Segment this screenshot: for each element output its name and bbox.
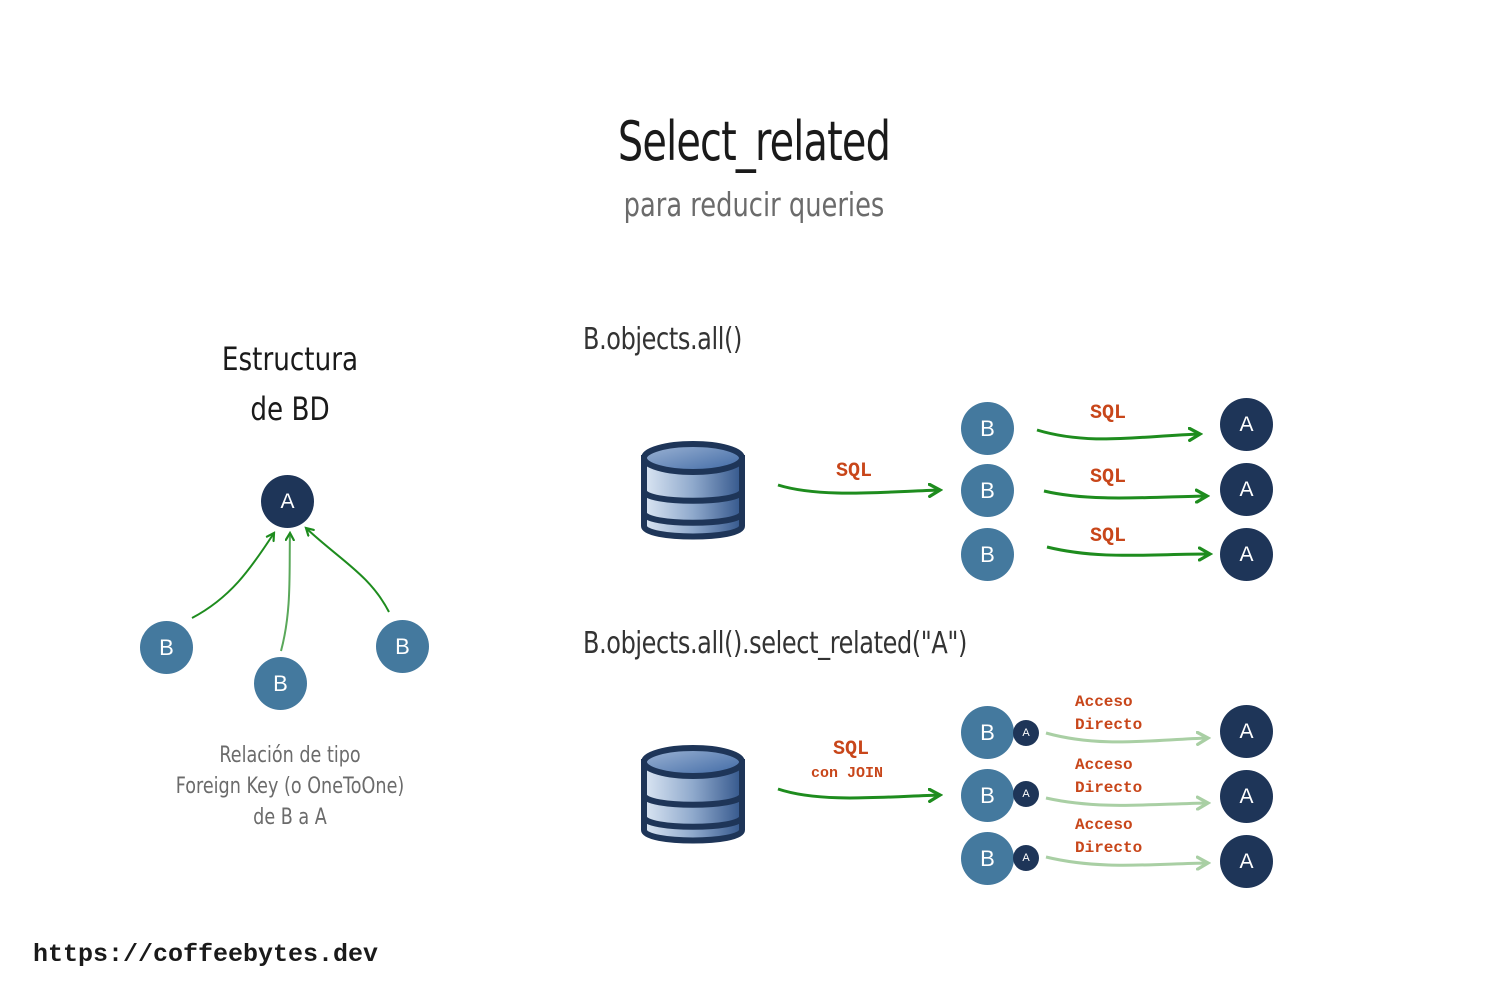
- direct-access-line-2: Directo: [1075, 779, 1143, 797]
- node-b-row-2: B: [961, 464, 1014, 517]
- fk-arrow-middle: [280, 533, 290, 652]
- database-icon: [641, 441, 745, 540]
- sql-join-label: SQL: [833, 738, 870, 761]
- direct-access-line-1: Acceso: [1075, 756, 1133, 774]
- node-a-joined-row-3: A: [1220, 835, 1273, 888]
- node-b-middle: B: [254, 657, 307, 710]
- node-b-joined-row-2: B: [961, 769, 1014, 822]
- node-a-row-1: A: [1220, 398, 1273, 451]
- direct-access-label-row-2: Acceso Directo: [1075, 754, 1142, 800]
- attached-a-row-2: A: [1013, 781, 1039, 807]
- db-structure-heading-line2: de BD: [250, 390, 330, 428]
- node-a-joined-row-1: A: [1220, 705, 1273, 758]
- code-without-select-related: B.objects.all(): [583, 322, 742, 357]
- direct-access-line-1: Acceso: [1075, 693, 1133, 711]
- db-structure-heading: Estructura de BD: [183, 334, 396, 434]
- b-to-a-arrow-1: [1036, 430, 1200, 439]
- db-to-b-arrow-1: [777, 485, 940, 493]
- node-a-row-2: A: [1220, 463, 1273, 516]
- direct-access-line-2: Directo: [1075, 716, 1143, 734]
- database-icon: [641, 745, 745, 844]
- b-to-a-arrow-2: [1043, 491, 1207, 498]
- node-b-left: B: [140, 621, 193, 674]
- direct-access-label-row-1: Acceso Directo: [1075, 691, 1142, 737]
- sql-label-db-to-b: SQL: [836, 460, 873, 483]
- node-b-right: B: [376, 620, 429, 673]
- db-structure-heading-line1: Estructura: [221, 340, 359, 378]
- node-b-row-1: B: [961, 402, 1014, 455]
- caption-line-2: Foreign Key (o OneToOne): [175, 774, 405, 799]
- direct-access-line-1: Acceso: [1075, 816, 1133, 834]
- code-with-select-related: B.objects.all().select_related("A"): [583, 626, 968, 661]
- page-title: Select_related: [617, 110, 891, 173]
- page-subtitle: para reducir queries: [623, 185, 885, 224]
- node-b-row-3: B: [961, 528, 1014, 581]
- db-to-b-arrow-2: [777, 787, 940, 798]
- direct-access-line-2: Directo: [1075, 839, 1143, 857]
- b-to-a-arrow-3: [1046, 545, 1210, 555]
- node-a-parent: A: [261, 475, 314, 528]
- sql-join-sublabel: con JOIN: [811, 765, 884, 782]
- sql-label-row-3: SQL: [1090, 525, 1127, 548]
- node-b-joined-row-1: B: [961, 706, 1014, 759]
- attached-a-row-3: A: [1013, 845, 1039, 871]
- direct-access-label-row-3: Acceso Directo: [1075, 814, 1142, 860]
- node-b-joined-row-3: B: [961, 832, 1014, 885]
- sql-label-row-2: SQL: [1090, 466, 1127, 489]
- attached-a-row-1: A: [1013, 720, 1039, 746]
- caption-line-1: Relación de tipo: [219, 743, 361, 768]
- node-a-row-3: A: [1220, 528, 1273, 581]
- fk-arrow-left: [191, 533, 274, 619]
- fk-arrow-right: [306, 528, 390, 613]
- sql-label-row-1: SQL: [1090, 402, 1127, 425]
- footer-url: https://coffeebytes.dev: [33, 940, 379, 969]
- caption-line-3: de B a A: [253, 805, 327, 830]
- relation-caption: Relación de tipo Foreign Key (o OneToOne…: [154, 740, 426, 833]
- node-a-joined-row-2: A: [1220, 770, 1273, 823]
